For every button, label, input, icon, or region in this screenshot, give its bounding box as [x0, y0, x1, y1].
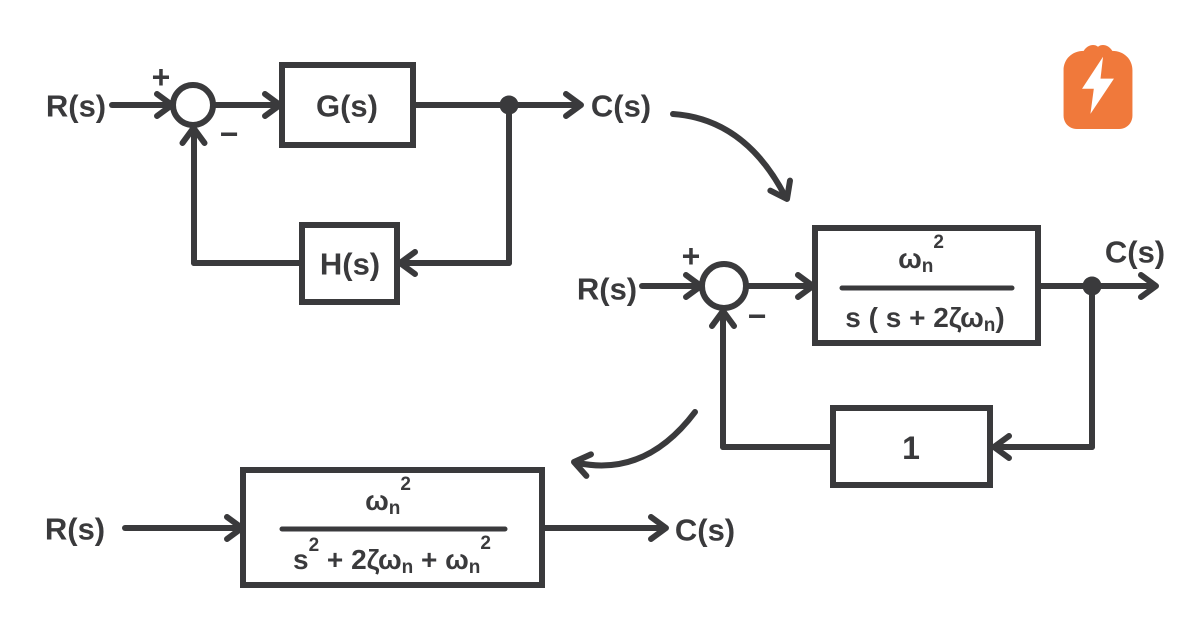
d2-summing-junction: [699, 261, 749, 311]
diagram-reduced-system: R(s) ωn2 s2 + 2ζωn + ωn2 C(s): [45, 467, 735, 588]
d1-output-label: C(s): [591, 89, 651, 124]
d3-tf-denominator: s2 + 2ζωn + ωn2: [293, 533, 491, 578]
d3-input-label: R(s): [45, 512, 105, 547]
d1-plus-sign: +: [152, 59, 171, 95]
d1-forward-block-label: G(s): [316, 89, 378, 124]
d2-sum-feedback-arrowhead-icon: [709, 308, 737, 329]
diagram-original-feedback-loop: R(s) + − G(s) C(s) H(s): [46, 59, 651, 305]
d1-minus-sign: −: [220, 116, 239, 152]
d2-feedback-block-label: 1: [902, 430, 920, 466]
reduction-arrow-2: [571, 409, 698, 479]
d2-input-label: R(s): [577, 272, 637, 307]
d2-feedback-block: [830, 405, 993, 488]
d2-feedback-block-arrowhead-icon: [991, 433, 1012, 461]
reduction-arrow-1: [670, 111, 793, 202]
d1-forward-block: [279, 62, 416, 148]
d3-output-label: C(s): [675, 513, 735, 548]
reduction-arrow-2-arrowhead-icon: [571, 451, 594, 479]
d1-sum-feedback-arrowhead-icon: [179, 125, 208, 146]
reduction-arrow-1-arrowhead-icon: [767, 177, 793, 202]
d1-feedback-block-label: H(s): [320, 247, 380, 282]
circuitbread-logo: [1063, 45, 1133, 130]
d3-tf-numerator: ωn2: [365, 474, 411, 519]
d1-summing-junction: [170, 82, 216, 128]
d2-output-arrowhead-icon: [1138, 272, 1159, 300]
d2-minus-sign: −: [748, 298, 767, 334]
d1-output-arrowhead-icon: [563, 91, 584, 119]
lightning-bolt-icon: [1082, 56, 1114, 114]
d1-input-label: R(s): [46, 89, 106, 124]
d3-output-arrowhead-icon: [648, 514, 669, 542]
reduction-arrow-2-curve: [575, 409, 698, 469]
reduction-arrow-1-curve: [670, 111, 788, 199]
diagram-second-order-loop: R(s) + − ωn2 s ( s + 2ζωn) C(s) 1: [577, 225, 1165, 488]
d2-plus-sign: +: [682, 238, 701, 274]
d1-feedback-block: [299, 222, 400, 305]
d2-tf-numerator: ωn2: [898, 232, 944, 277]
d2-output-label: C(s): [1105, 235, 1165, 270]
d2-tf-denominator: s ( s + 2ζωn): [845, 302, 1004, 336]
